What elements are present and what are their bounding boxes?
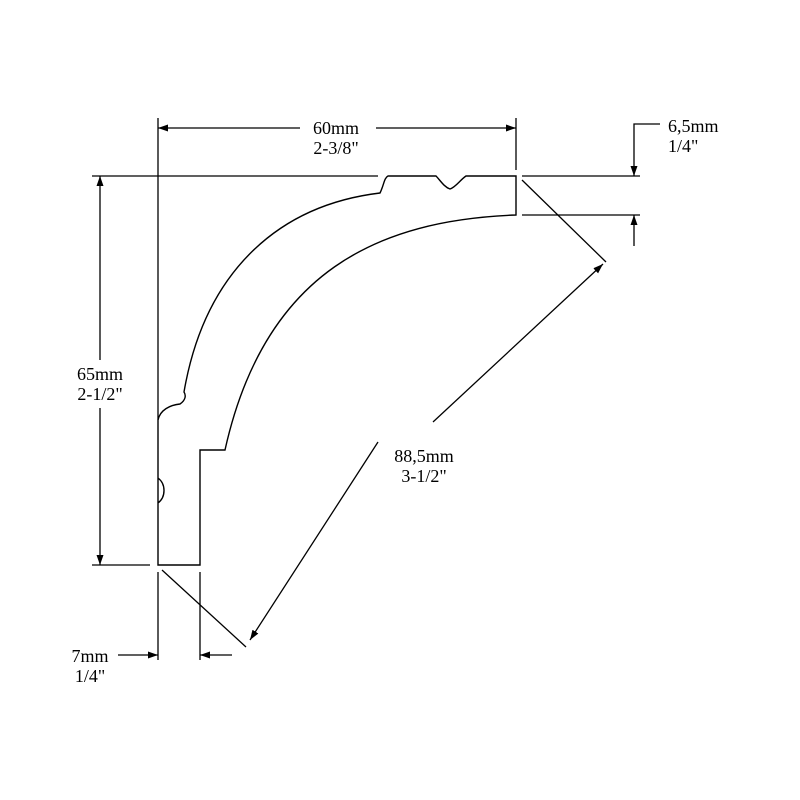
top-flat-dimension-label: 6,5mm 1/4" (668, 116, 719, 156)
extension-lines (92, 118, 640, 660)
width-imperial-text: 2-3/8" (313, 138, 359, 158)
height-imperial-text: 2-1/2" (77, 384, 123, 404)
height-dimension-label: 65mm 2-1/2" (77, 364, 123, 404)
top-flat-metric-text: 6,5mm (668, 116, 719, 136)
top-flat-imperial-text: 1/4" (668, 136, 699, 156)
molding-profile-outline (157, 175, 517, 566)
diagonal-metric-text: 88,5mm (394, 446, 454, 466)
bottom-flat-imperial-text: 1/4" (74, 666, 106, 686)
width-dimension-label: 60mm 2-3/8" (313, 118, 359, 158)
diagonal-dimension-line (249, 263, 604, 641)
diagonal-dimension-label: 88,5mm 3-1/2" (394, 446, 454, 486)
top-flat-dimension-line (630, 123, 660, 246)
diagonal-imperial-text: 3-1/2" (401, 466, 447, 486)
height-metric-text: 65mm (76, 364, 124, 384)
bottom-flat-dimension-label: 7mm 1/4" (71, 646, 108, 686)
width-metric-text: 60mm (312, 118, 360, 138)
bottom-flat-metric-text: 7mm (71, 646, 109, 666)
